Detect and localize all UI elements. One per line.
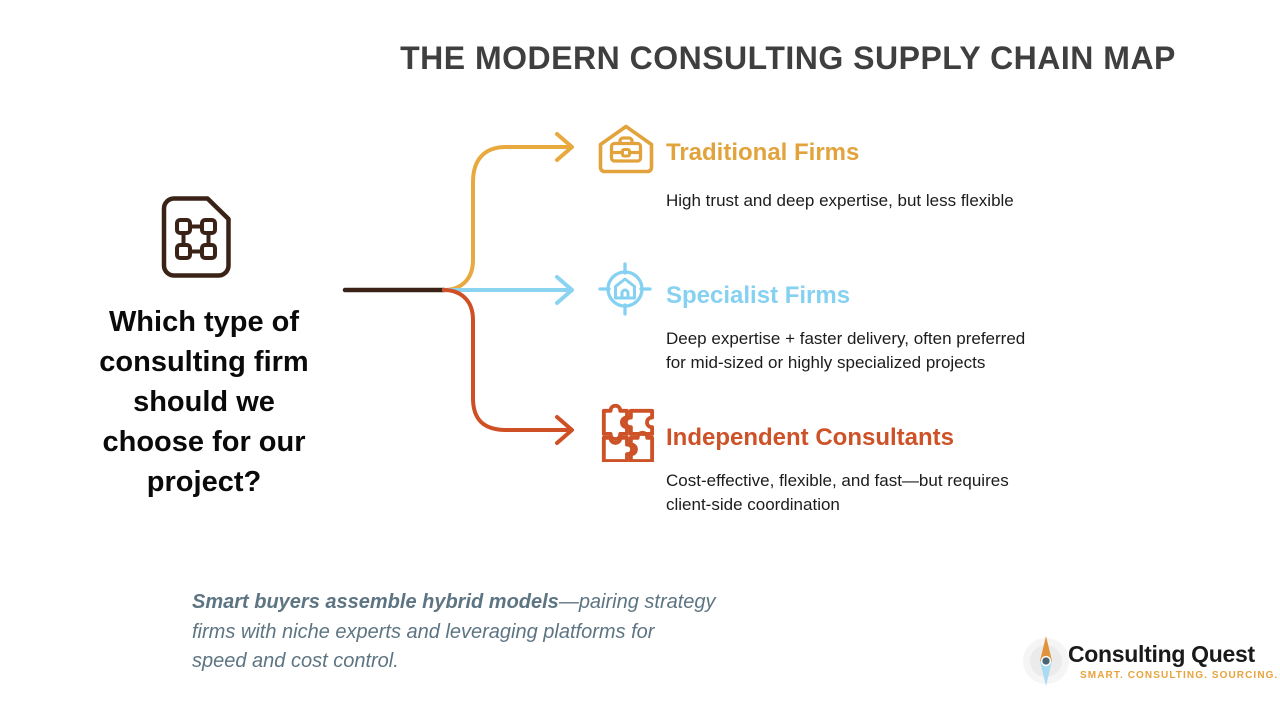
puzzle-icon [599, 403, 655, 467]
diagram-file-icon [161, 196, 231, 283]
branch-label-specialist: Specialist Firms [666, 282, 851, 309]
footnote-text: Smart buyers assemble hybrid models—pair… [192, 591, 716, 672]
house-briefcase-icon [598, 124, 654, 179]
logo-name: Consulting Quest [1068, 641, 1255, 667]
branch-desc-specialist: Deep expertise + faster delivery, often … [666, 329, 1026, 372]
compass-icon [1023, 636, 1069, 686]
footnote-bold-phrase: Smart buyers assemble hybrid models [192, 591, 559, 613]
target-house-icon [596, 260, 654, 323]
branch-connector-lines [342, 132, 574, 445]
consulting-quest-logo: Consulting Quest SMART. CONSULTING. SOUR… [1020, 630, 1277, 692]
page-title: THE MODERN CONSULTING SUPPLY CHAIN MAP [400, 40, 1176, 76]
branch-label-traditional: Traditional Firms [666, 139, 860, 166]
logo-tagline: SMART. CONSULTING. SOURCING. [1080, 670, 1279, 681]
question-text: Which type of consulting firm should we … [99, 306, 309, 498]
branch-desc-independent: Cost-effective, flexible, and fast—but r… [666, 471, 1009, 514]
branch-desc-traditional: High trust and deep expertise, but less … [666, 191, 1014, 210]
branch-label-independent: Independent Consultants [666, 424, 954, 451]
